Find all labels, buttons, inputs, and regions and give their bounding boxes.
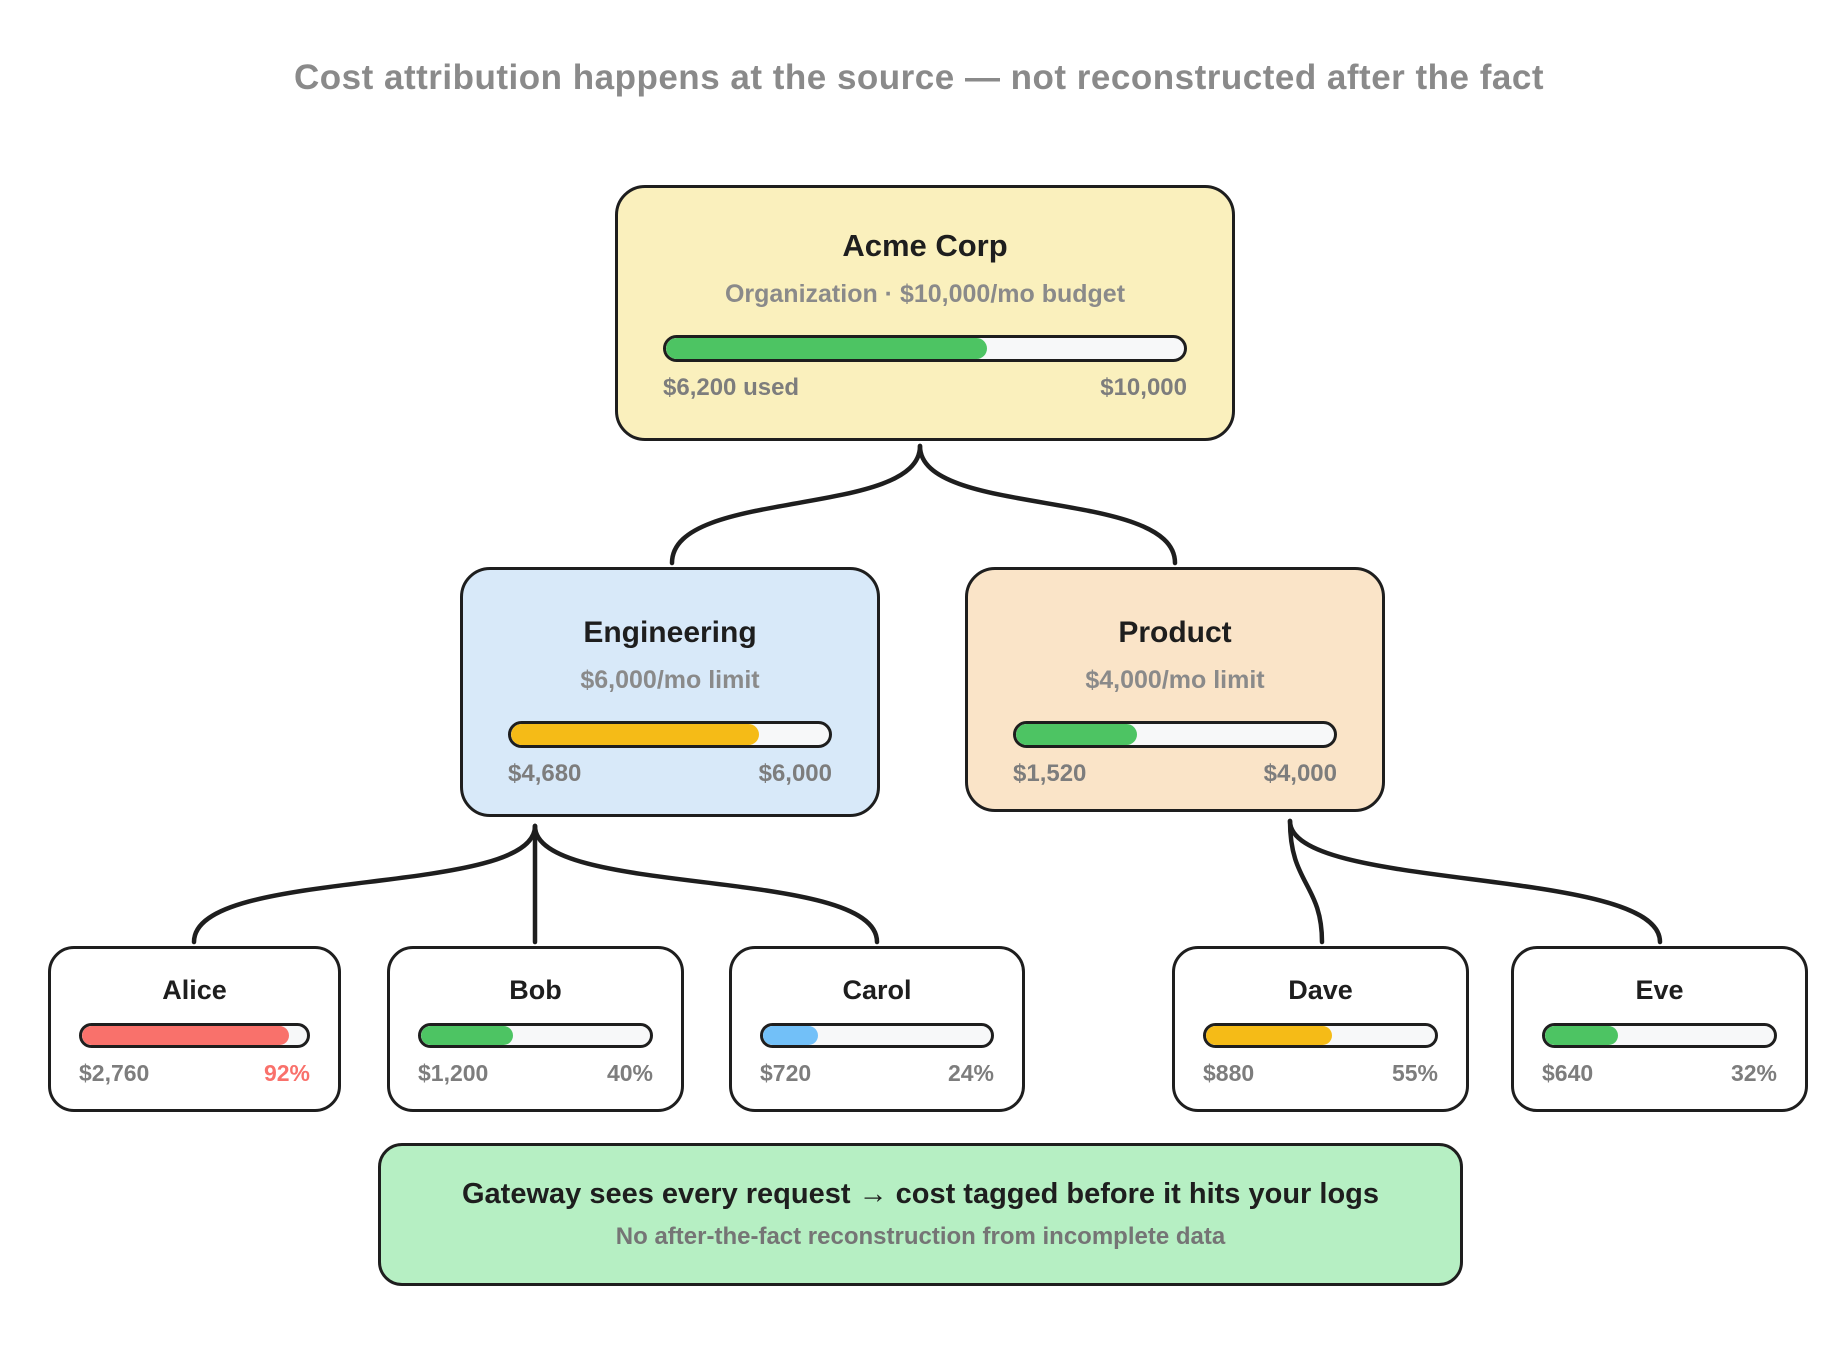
org-node-name: Acme Corp bbox=[842, 228, 1008, 263]
org-budget-bar-fill bbox=[666, 338, 988, 359]
user-used-label: $640 bbox=[1542, 1060, 1594, 1086]
user-percent-label: 24% bbox=[947, 1060, 994, 1086]
user-used-label: $880 bbox=[1203, 1060, 1255, 1086]
user-node-name: Bob bbox=[509, 975, 562, 1005]
user-node-name: Dave bbox=[1288, 975, 1353, 1005]
dept-used-label: $4,680 bbox=[508, 760, 582, 787]
org-budget-bar bbox=[663, 335, 1187, 362]
user-budget-bar bbox=[79, 1023, 310, 1048]
user-budget-bar bbox=[1203, 1023, 1438, 1048]
dept-node-subtitle: $4,000/mo limit bbox=[1085, 666, 1265, 694]
user-node-eve: Eve $640 32% bbox=[1511, 946, 1808, 1112]
dept-budget-bar bbox=[1013, 721, 1337, 748]
connector-product-to-dave bbox=[1287, 818, 1325, 945]
diagram-title: Cost attribution happens at the source —… bbox=[294, 58, 1544, 97]
user-node-bob: Bob $1,200 40% bbox=[387, 946, 684, 1112]
gateway-callout-line2: No after-the-fact reconstruction from in… bbox=[615, 1223, 1226, 1250]
user-budget-bar-fill bbox=[421, 1026, 513, 1045]
dept-node-product: Product $4,000/mo limit $1,520 $4,000 bbox=[965, 567, 1385, 812]
dept-budget-bar-fill bbox=[1016, 724, 1137, 745]
user-percent-label: 92% bbox=[263, 1060, 310, 1086]
connector-root-to-engineering bbox=[669, 443, 923, 566]
user-used-label: $2,760 bbox=[79, 1060, 150, 1086]
gateway-callout: Gateway sees every request → cost tagged… bbox=[378, 1143, 1463, 1286]
org-budget-labels: $6,200 used $10,000 bbox=[663, 374, 1187, 402]
connector-root-to-product bbox=[917, 443, 1178, 566]
org-node-subtitle: Organization · $10,000/mo budget bbox=[724, 280, 1126, 308]
user-budget-bar-fill bbox=[1545, 1026, 1619, 1045]
org-limit-label: $10,000 bbox=[1100, 374, 1187, 401]
user-used-label: $1,200 bbox=[418, 1060, 489, 1086]
user-budget-bar-fill bbox=[1206, 1026, 1332, 1045]
user-percent-label: 32% bbox=[1730, 1060, 1777, 1086]
user-node-carol: Carol $720 24% bbox=[729, 946, 1025, 1112]
user-budget-bar-fill bbox=[763, 1026, 818, 1045]
dept-node-subtitle: $6,000/mo limit bbox=[580, 666, 760, 694]
user-percent-label: 55% bbox=[1391, 1060, 1438, 1086]
gateway-callout-line1: Gateway sees every request → cost tagged… bbox=[461, 1178, 1380, 1210]
user-budget-labels: $880 55% bbox=[1203, 1060, 1438, 1087]
user-budget-bar bbox=[1542, 1023, 1777, 1048]
user-node-dave: Dave $880 55% bbox=[1172, 946, 1469, 1112]
user-node-alice: Alice $2,760 92% bbox=[48, 946, 341, 1112]
user-percent-label: 40% bbox=[606, 1060, 653, 1086]
dept-used-label: $1,520 bbox=[1013, 760, 1087, 787]
user-budget-bar bbox=[760, 1023, 994, 1048]
user-budget-labels: $2,760 92% bbox=[79, 1060, 310, 1087]
org-used-label: $6,200 used bbox=[663, 374, 800, 401]
user-used-label: $720 bbox=[760, 1060, 812, 1086]
dept-node-name: Product bbox=[1118, 616, 1232, 649]
connector-engineering-to-alice bbox=[191, 823, 538, 945]
connector-product-to-eve bbox=[1287, 818, 1663, 945]
user-budget-labels: $640 32% bbox=[1542, 1060, 1777, 1087]
org-node-acme: Acme Corp Organization · $10,000/mo budg… bbox=[615, 185, 1235, 441]
dept-budget-labels: $4,680 $6,000 bbox=[508, 760, 832, 788]
dept-node-engineering: Engineering $6,000/mo limit $4,680 $6,00… bbox=[460, 567, 880, 817]
user-node-name: Eve bbox=[1635, 975, 1684, 1005]
user-node-name: Carol bbox=[842, 975, 912, 1005]
user-budget-bar bbox=[418, 1023, 653, 1048]
dept-budget-bar bbox=[508, 721, 832, 748]
user-budget-labels: $1,200 40% bbox=[418, 1060, 653, 1087]
user-budget-labels: $720 24% bbox=[760, 1060, 994, 1087]
dept-limit-label: $6,000 bbox=[758, 760, 832, 787]
user-budget-bar-fill bbox=[82, 1026, 289, 1045]
dept-node-name: Engineering bbox=[583, 616, 757, 649]
dept-limit-label: $4,000 bbox=[1263, 760, 1337, 787]
user-node-name: Alice bbox=[162, 975, 227, 1005]
connector-engineering-to-carol bbox=[532, 823, 880, 945]
dept-budget-bar-fill bbox=[511, 724, 760, 745]
dept-budget-labels: $1,520 $4,000 bbox=[1013, 760, 1337, 788]
